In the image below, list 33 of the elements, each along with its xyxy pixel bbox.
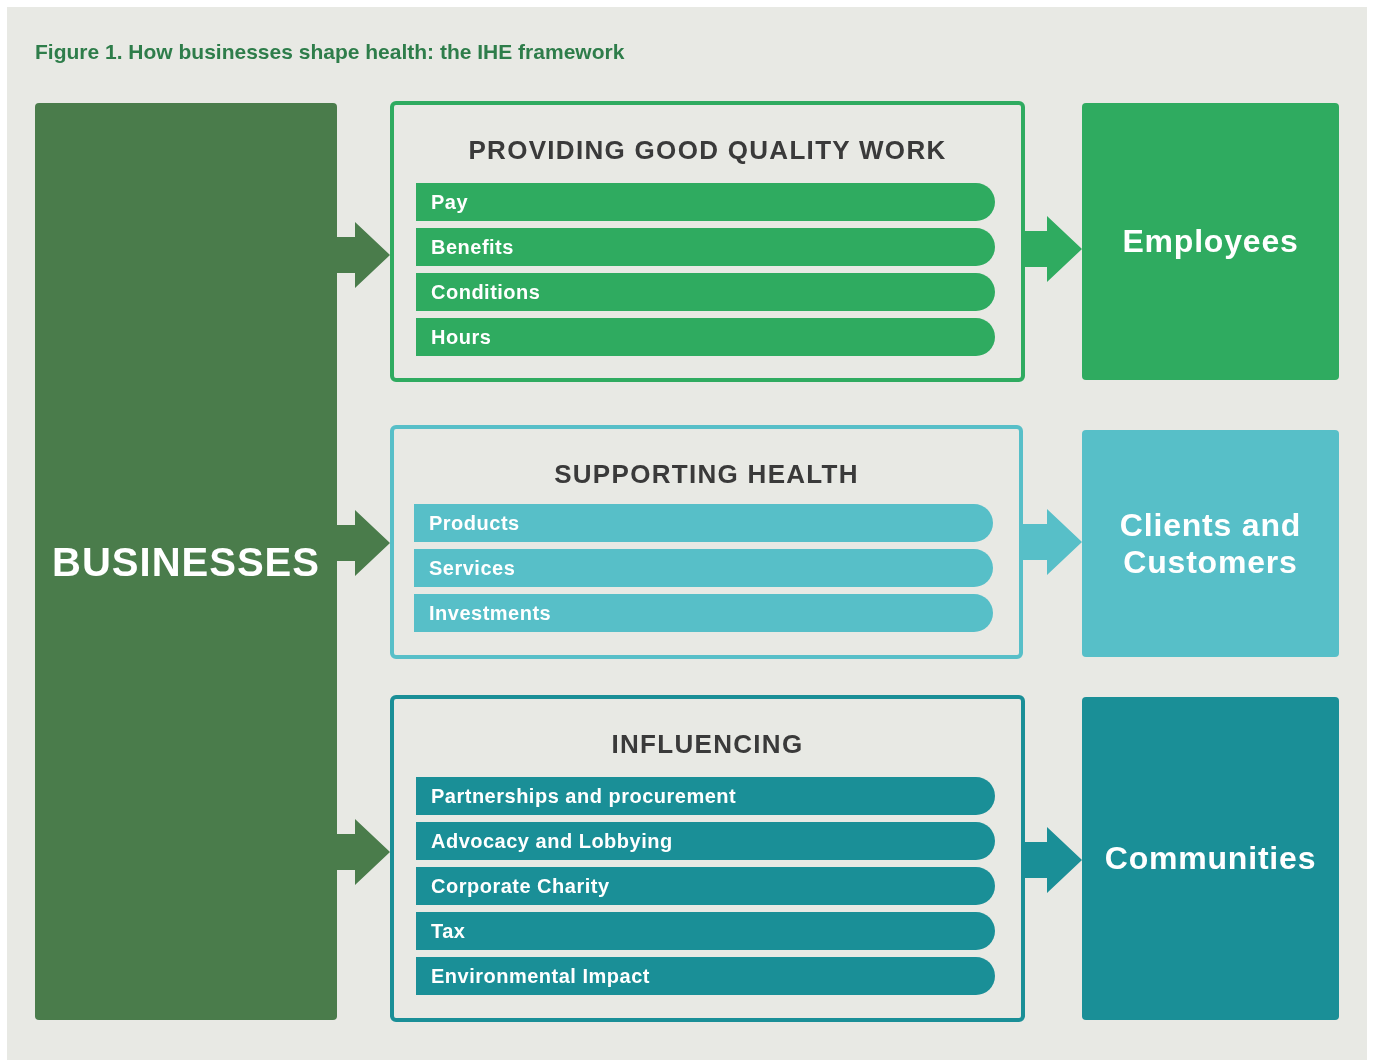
item-bar: Benefits [416,228,995,266]
box-title: BUSINESSES [52,538,320,586]
item-bar: Hours [416,318,995,356]
block-arrow [337,510,390,576]
block-arrow [1025,827,1082,893]
category-panel [390,425,1023,659]
block-arrow [337,222,390,288]
category-panel [390,695,1025,1022]
panel-heading: PROVIDING GOOD QUALITY WORK [467,134,948,167]
item-bar: Tax [416,912,995,950]
item-bar: Partnerships and procurement [416,777,995,815]
figure-title: Figure 1. How businesses shape health: the IHE framework [35,39,625,65]
item-bar: Services [414,549,993,587]
item-bar: Products [414,504,993,542]
block-arrow [1025,216,1082,282]
item-bar: Conditions [416,273,995,311]
panel-heading: INFLUENCING [610,728,805,761]
item-bar: Environmental Impact [416,957,995,995]
block-arrow [337,819,390,885]
item-bar: Pay [416,183,995,221]
block-arrow [1023,509,1082,575]
item-bar: Corporate Charity [416,867,995,905]
businesses-box [35,103,337,1020]
box-title: Clients and Customers [1118,506,1303,581]
stakeholder-box [1082,697,1339,1020]
panel-heading: SUPPORTING HEALTH [553,458,860,491]
item-bar: Investments [414,594,993,632]
stakeholder-box [1082,103,1339,380]
item-bar: Advocacy and Lobbying [416,822,995,860]
box-title: Employees [1122,223,1299,260]
stakeholder-box [1082,430,1339,657]
category-panel [390,101,1025,382]
box-title: Communities [1104,840,1317,877]
